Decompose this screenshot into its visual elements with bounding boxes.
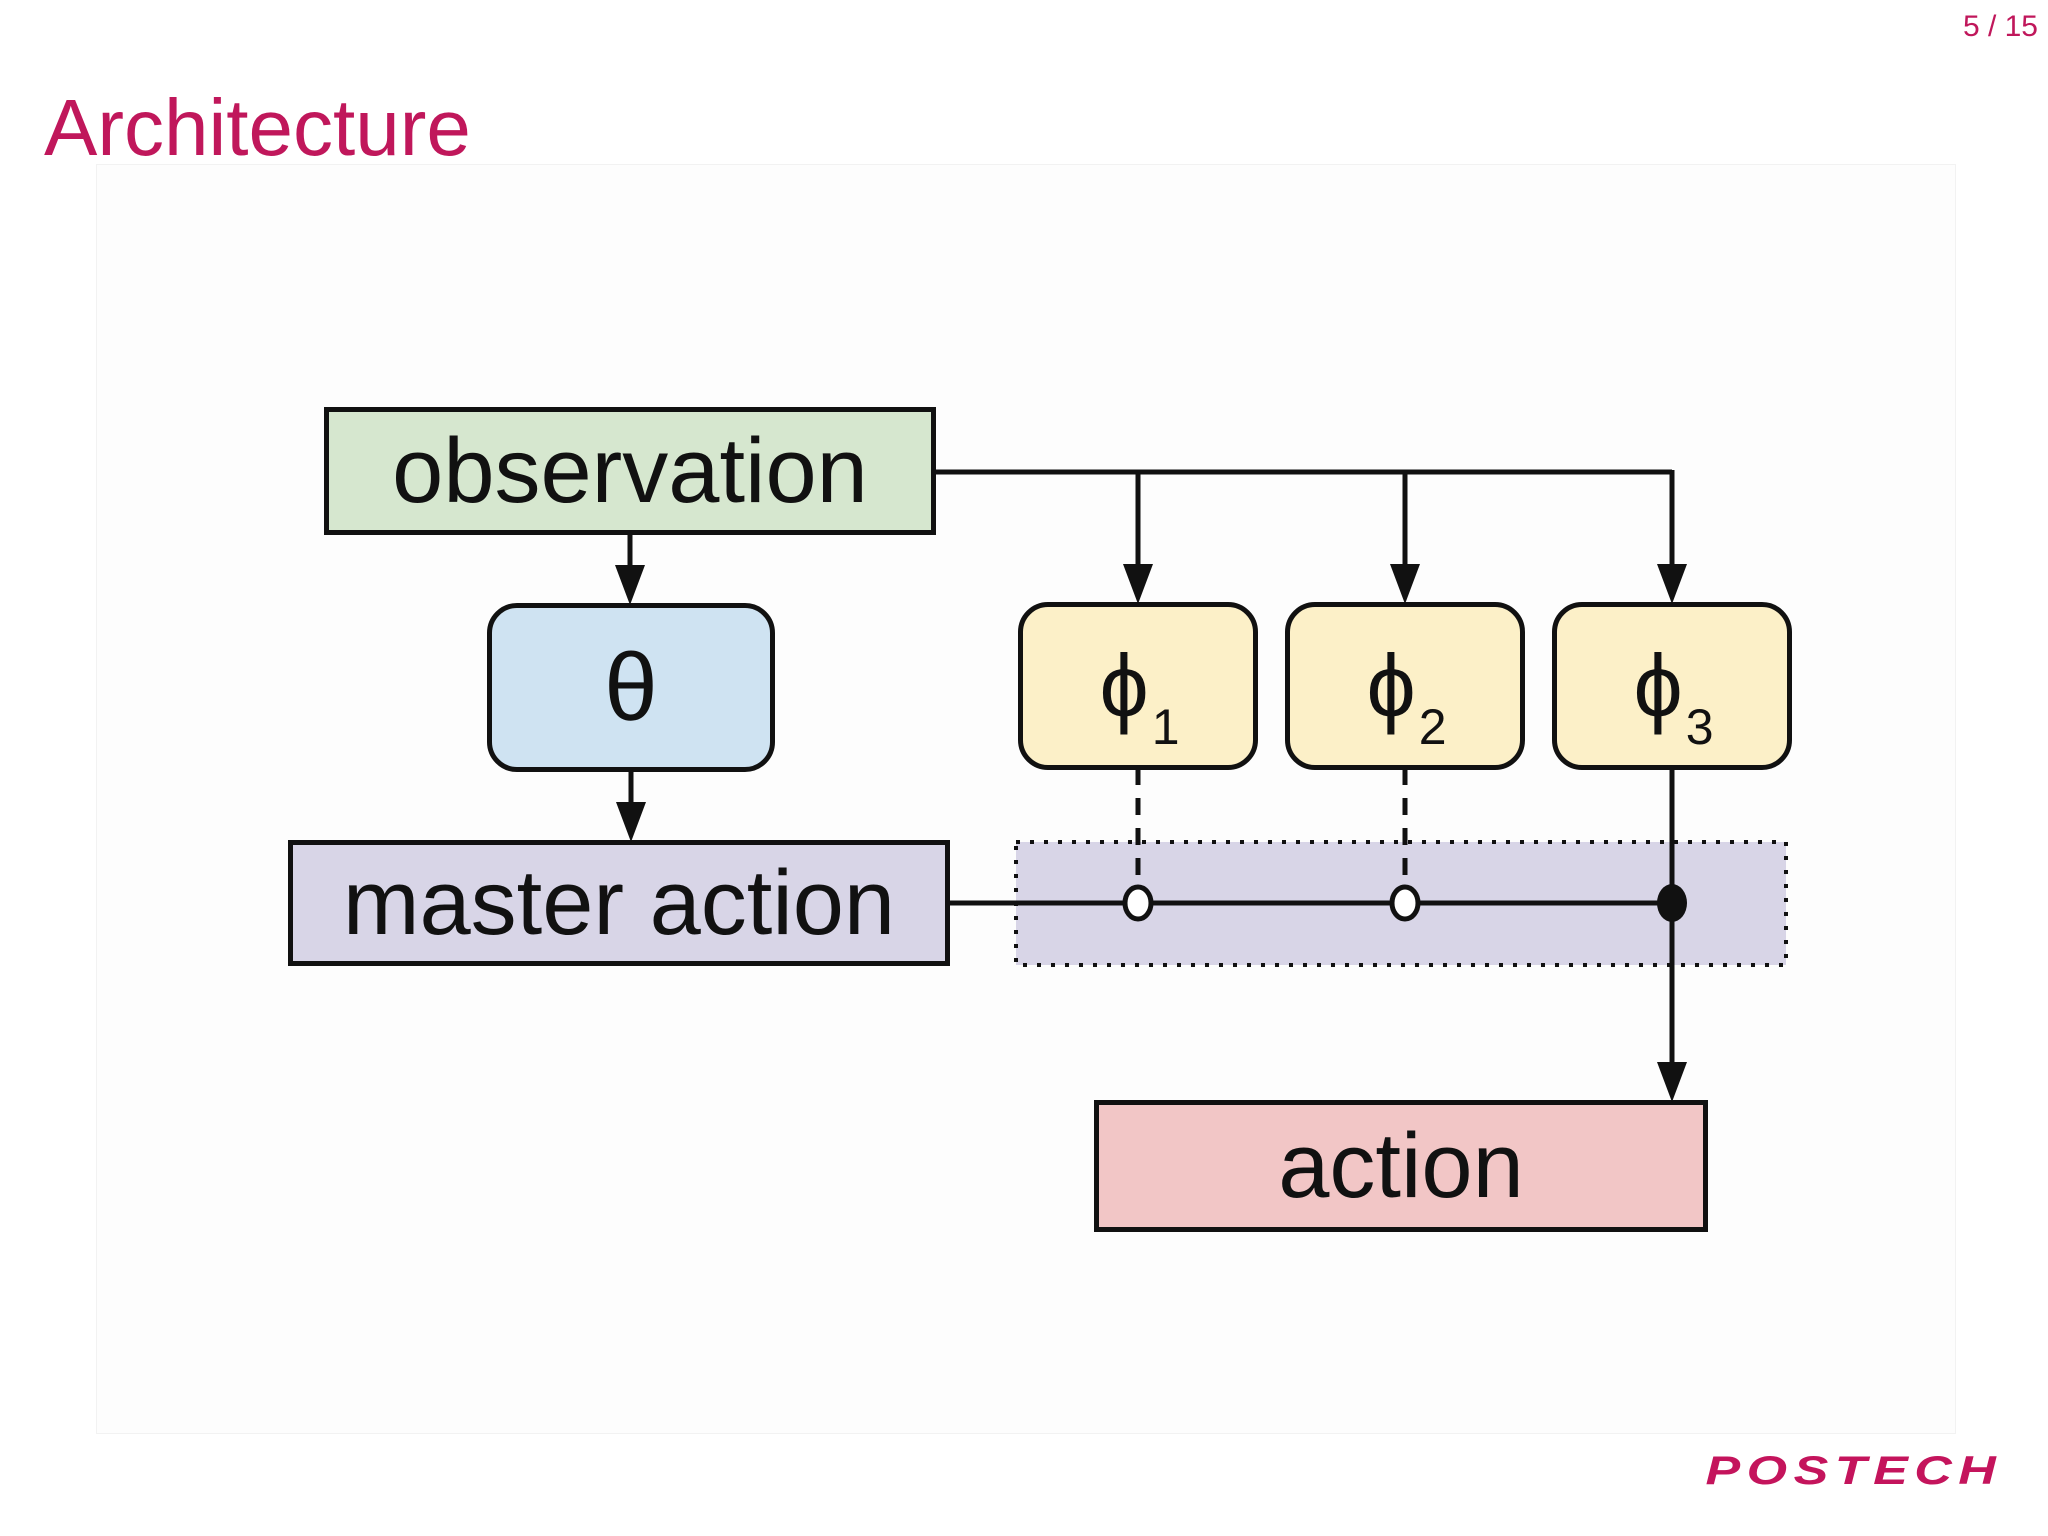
postech-logo: POSTECH [1705,1449,2002,1493]
phi2-symbol: ϕ [1366,636,1416,735]
phi2-node: ϕ2 [1285,602,1525,770]
observation-node: observation [324,407,936,535]
phi2-subscript: 2 [1418,699,1447,755]
action-node: action [1094,1100,1708,1232]
page-number: 5 / 15 [1962,10,2038,43]
phi1-node: ϕ1 [1018,602,1258,770]
phi1-label: ϕ1 [1099,635,1179,755]
diagram-backdrop [96,164,1956,1434]
phi3-label: ϕ3 [1633,635,1713,755]
phi2-label: ϕ2 [1366,635,1446,755]
theta-label: θ [604,633,658,741]
phi1-symbol: ϕ [1099,636,1149,735]
action-label: action [1278,1114,1524,1217]
phi1-subscript: 1 [1151,699,1180,755]
theta-node: θ [487,603,775,772]
master-action-node: master action [288,840,950,966]
master-action-label: master action [342,851,896,954]
phi3-node: ϕ3 [1552,602,1792,770]
slide-title: Architecture [44,83,471,172]
phi3-symbol: ϕ [1633,636,1683,735]
observation-label: observation [392,419,868,522]
phi3-subscript: 3 [1685,699,1714,755]
